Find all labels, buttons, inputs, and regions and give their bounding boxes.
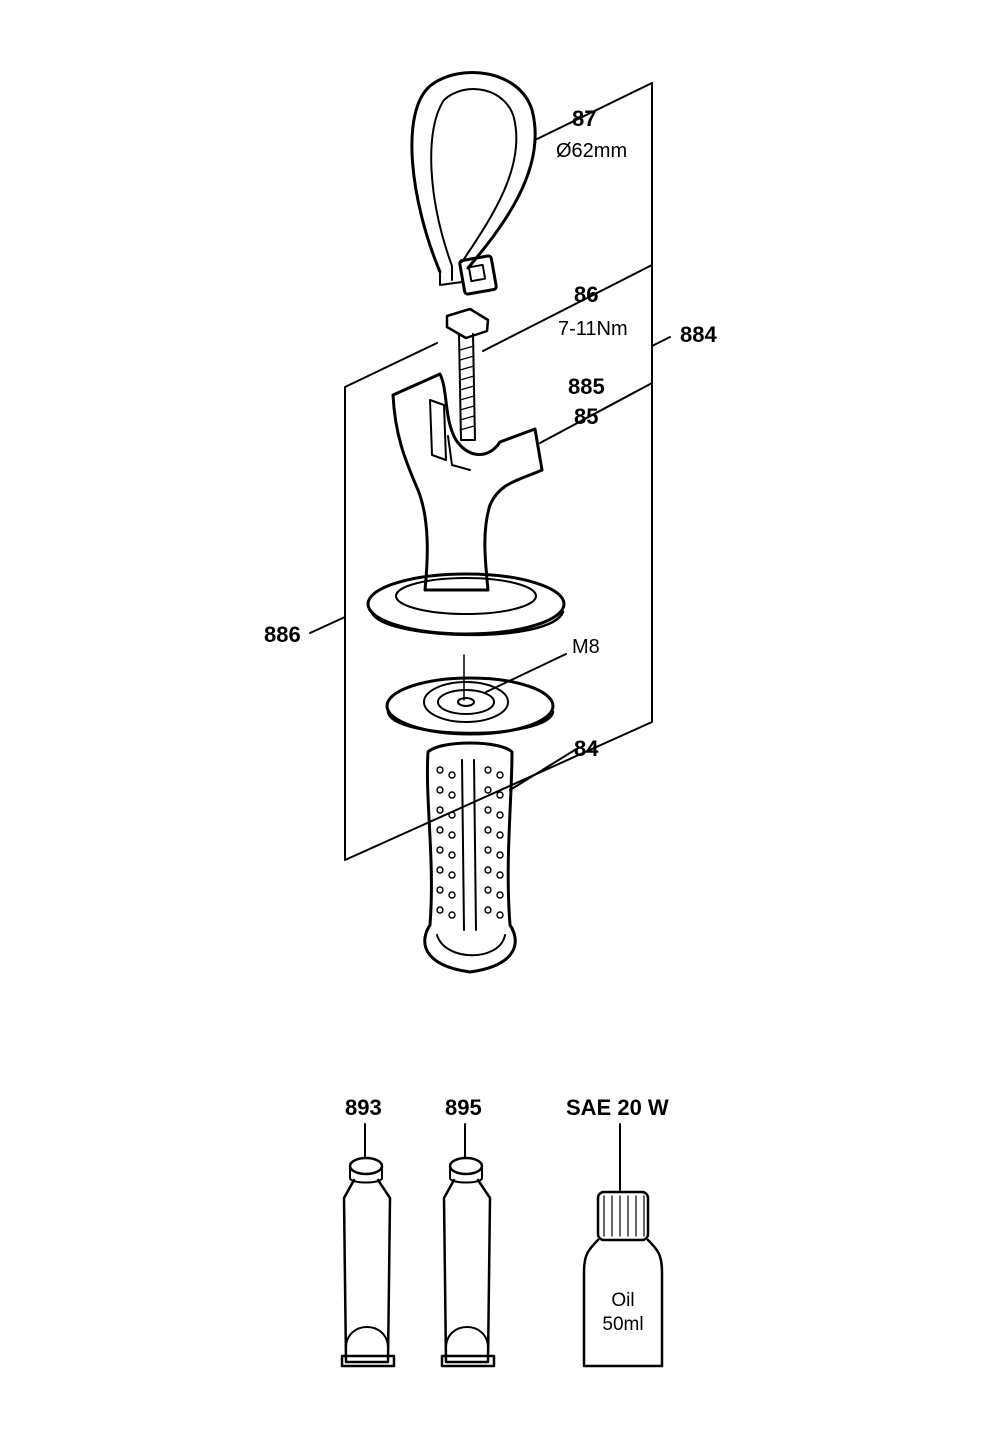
grip-part bbox=[423, 741, 517, 974]
assembly-886-label: 886 bbox=[264, 622, 301, 647]
bolt-number-label: 86 bbox=[574, 282, 599, 307]
oil-bottle bbox=[582, 1190, 664, 1368]
washer-nut-part bbox=[385, 676, 555, 736]
grip-texture-dots bbox=[436, 766, 504, 919]
strap-diameter-label: Ø62mm bbox=[556, 140, 628, 162]
tube-895-label: 895 bbox=[445, 1095, 482, 1120]
tube-893-label: 893 bbox=[345, 1095, 382, 1120]
assembly-bracket-frame bbox=[344, 82, 653, 861]
leader-lines bbox=[309, 82, 671, 1191]
oil-grade-label: SAE 20 W bbox=[566, 1095, 669, 1120]
grease-tube-895 bbox=[440, 1156, 496, 1368]
strap-number-label: 87 bbox=[572, 106, 597, 131]
handle-housing-part bbox=[366, 372, 566, 637]
strap-part bbox=[410, 71, 537, 296]
nut-size-label: M8 bbox=[572, 636, 600, 658]
housing-number-label: 85 bbox=[574, 404, 599, 429]
assembly-885-label: 885 bbox=[568, 374, 605, 399]
bolt-part bbox=[445, 307, 490, 441]
bottle-volume-text: 50ml bbox=[602, 1314, 644, 1335]
bottle-oil-text: Oil bbox=[611, 1290, 635, 1311]
assembly-884-label: 884 bbox=[680, 322, 717, 347]
grease-tube-893 bbox=[340, 1156, 396, 1368]
bolt-torque-label: 7-11Nm bbox=[558, 318, 628, 340]
grip-number-label: 84 bbox=[574, 736, 599, 761]
